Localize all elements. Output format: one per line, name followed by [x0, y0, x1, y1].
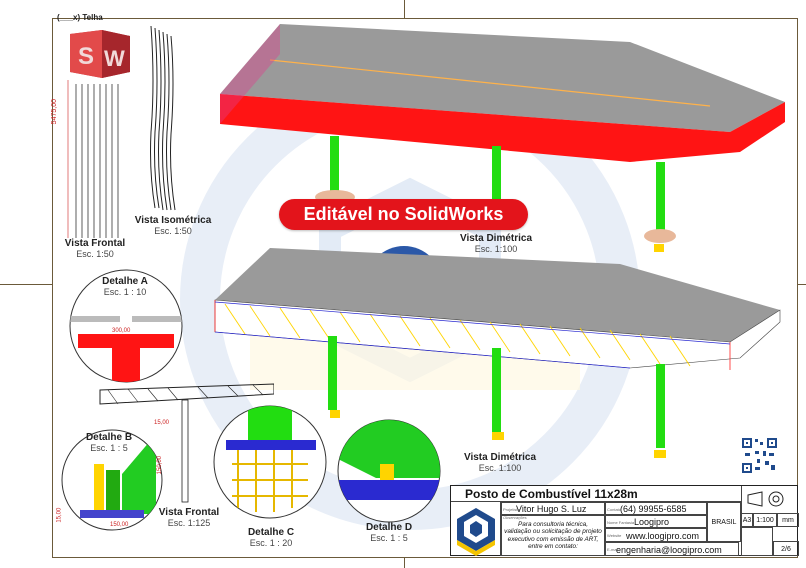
detalhe-c-scale: Esc. 1 : 20	[249, 537, 293, 548]
sheet-number-cell: 2/6	[773, 541, 799, 556]
detail-b-dim-mid: 150,00	[157, 455, 164, 475]
vista-frontal-bottom-title: Vista Frontal	[158, 507, 220, 518]
detalhe-b-scale: Esc. 1 : 5	[90, 442, 128, 453]
detail-b-dim-top: 15,00	[154, 420, 170, 426]
blank-cell	[741, 527, 773, 556]
vista-dimetrica-top-scale: Esc. 1:100	[474, 243, 518, 254]
height-dimension: 5475,00	[50, 99, 58, 125]
detail-c-drawing	[213, 405, 327, 519]
label-vista-frontal-top: Vista Frontal Esc. 1:50	[60, 238, 130, 259]
svg-text:S: S	[78, 43, 94, 70]
projection-symbol-cell	[741, 486, 799, 513]
svg-text:W: W	[104, 46, 125, 71]
website-cell: Website www.loogipro.com	[605, 528, 707, 542]
website-label: Website	[607, 533, 622, 538]
detail-a-dimension: 300,00	[112, 328, 131, 334]
label-detalhe-a: Detalhe A Esc. 1 : 10	[90, 276, 160, 297]
country-cell: BRASIL	[707, 502, 741, 542]
detail-a-drawing	[69, 269, 183, 383]
title-block-logo-cell	[451, 502, 501, 556]
detalhe-d-title: Detalhe D	[365, 522, 413, 533]
drawing-frame	[52, 18, 798, 558]
paper-size-cell: A3	[741, 513, 753, 527]
telha-label: (___x) Telha	[57, 13, 103, 22]
vista-dimetrica-top-title: Vista Dimétrica	[459, 233, 533, 244]
email-address: engenharia@loogipro.com	[616, 545, 722, 555]
frame-tick-bottom	[404, 558, 405, 568]
author-name: Vitor Hugo S. Luz	[516, 504, 587, 514]
frame-tick-right	[798, 284, 806, 285]
label-detalhe-b: Detalhe B Esc. 1 : 5	[80, 432, 138, 453]
website-url: www.loogipro.com	[626, 531, 700, 541]
frame-tick-left	[0, 284, 52, 285]
solidworks-logo: S W	[70, 30, 130, 78]
scale-cell: 1:100	[753, 513, 777, 527]
vista-frontal-top-scale: Esc. 1:50	[76, 248, 114, 259]
detalhe-a-title: Detalhe A	[102, 276, 148, 287]
label-vista-dimetrica-top: Vista Dimétrica Esc. 1:100	[454, 233, 538, 254]
vista-dimetrica-bottom-title: Vista Dimétrica	[463, 452, 537, 463]
detail-d-drawing	[337, 419, 441, 523]
observacoes-label: Observações	[503, 515, 527, 520]
company-name: Loogipro	[634, 517, 670, 527]
company-cell: Nome Fantasia Loogipro	[605, 515, 707, 528]
label-vista-isometrica: Vista Isométrica Esc. 1:50	[130, 215, 216, 236]
title-block: Posto de Combustível 11x28m Projetista V…	[450, 485, 799, 556]
vista-isometrica-title: Vista Isométrica	[134, 215, 212, 226]
label-detalhe-d: Detalhe D Esc. 1 : 5	[354, 522, 424, 543]
projetista-label: Projetista	[503, 507, 520, 512]
observation-text: Para consultoria técnica, validação ou s…	[504, 521, 602, 551]
detail-b-dim-bottom: 150,00	[110, 522, 129, 528]
vista-isometrica-scale: Esc. 1:50	[154, 225, 192, 236]
vista-frontal-bottom-scale: Esc. 1:125	[167, 517, 211, 528]
detail-b-dim-left: 15,00	[56, 507, 63, 523]
detalhe-c-title: Detalhe C	[247, 527, 295, 538]
vista-dimetrica-bottom-scale: Esc. 1:100	[478, 462, 522, 473]
detalhe-b-title: Detalhe B	[85, 432, 133, 443]
projection-symbol-icon	[747, 491, 784, 507]
label-vista-dimetrica-bottom: Vista Dimétrica Esc. 1:100	[458, 452, 542, 473]
loogipro-logo	[457, 508, 495, 556]
nome-fantasia-label: Nome Fantasia	[607, 520, 635, 525]
author-cell: Projetista Vitor Hugo S. Luz	[501, 502, 605, 515]
label-detalhe-c: Detalhe C Esc. 1 : 20	[236, 527, 306, 548]
canopy-dimetric-bottom	[214, 248, 781, 458]
observation-cell: Observações Para consultoria técnica, va…	[501, 515, 605, 556]
editable-solidworks-banner: Editável no SolidWorks	[279, 199, 528, 230]
qr-code	[741, 437, 778, 474]
detail-b-drawing	[61, 429, 163, 531]
contato-label: Contato	[607, 507, 622, 512]
frame-tick-top	[404, 0, 405, 18]
detalhe-a-scale: Esc. 1 : 10	[103, 286, 147, 297]
email-cell: E-mail engenharia@loogipro.com	[605, 542, 739, 556]
phone-number: (64) 99955-6585	[620, 504, 687, 514]
truss-frontal-drawing	[99, 383, 274, 503]
detalhe-d-scale: Esc. 1 : 5	[370, 532, 408, 543]
isometric-sheets-drawing	[150, 25, 176, 211]
vista-frontal-top-title: Vista Frontal	[64, 238, 126, 249]
email-label: E-mail	[607, 547, 619, 552]
unit-cell: mm	[777, 513, 799, 527]
frontal-profile-drawing	[67, 80, 119, 238]
title-block-title: Posto de Combustível 11x28m	[451, 486, 741, 502]
phone-cell: Contato (64) 99955-6585	[605, 502, 707, 515]
label-vista-frontal-bottom: Vista Frontal Esc. 1:125	[150, 507, 228, 528]
